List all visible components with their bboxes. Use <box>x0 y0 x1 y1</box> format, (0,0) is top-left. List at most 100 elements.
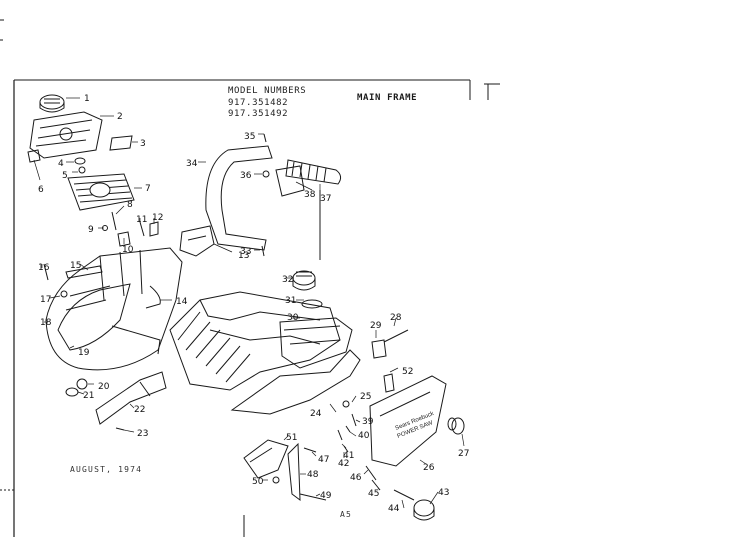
part-21 <box>65 387 79 397</box>
part-7-filter <box>67 173 135 211</box>
part-52-lever <box>383 373 395 393</box>
callout-44: 44 <box>388 504 400 514</box>
part-51-trigger <box>243 439 289 479</box>
callout-32: 32 <box>282 275 293 285</box>
part-30-tank <box>279 317 353 369</box>
part-22-handle <box>95 371 167 425</box>
part-18-housing <box>45 247 183 371</box>
part-48-lever <box>287 442 301 502</box>
part-39 <box>351 413 357 427</box>
callout-43: 43 <box>438 488 449 498</box>
callout-10: 10 <box>122 245 134 255</box>
model-numbers-label: MODEL NUMBERS <box>228 86 307 96</box>
callout-34: 34 <box>186 159 198 169</box>
callout-5: 5 <box>62 171 68 181</box>
callout-6: 6 <box>38 185 44 195</box>
callout-39: 39 <box>362 417 374 427</box>
corner-mark <box>484 83 500 100</box>
callout-16: 16 <box>38 263 50 273</box>
page-title: MAIN FRAME <box>357 93 418 103</box>
callout-14: 14 <box>176 297 188 307</box>
callout-11: 11 <box>136 215 147 225</box>
part-38-bracket <box>275 165 305 197</box>
callout-15: 15 <box>70 261 81 271</box>
callout-4: 4 <box>58 159 64 169</box>
part-37-grip <box>285 159 342 185</box>
part-10 <box>117 231 131 247</box>
callout-48: 48 <box>307 470 319 480</box>
callout-37: 37 <box>320 194 331 204</box>
callout-42: 42 <box>338 459 349 469</box>
callout-19: 19 <box>78 348 90 358</box>
part-50 <box>272 476 280 484</box>
callout-24: 24 <box>310 409 322 419</box>
part-41 <box>337 429 343 441</box>
part-14 <box>145 285 161 309</box>
part-46 <box>365 465 377 481</box>
callout-28: 28 <box>390 313 402 323</box>
engine-block <box>169 291 341 391</box>
part-29-spacer <box>371 339 387 359</box>
callout-17: 17 <box>40 295 51 305</box>
callout-23: 23 <box>137 429 148 439</box>
callout-22: 22 <box>134 405 145 415</box>
part-35-screw <box>263 133 267 143</box>
callout-52: 52 <box>402 367 413 377</box>
part-15-strip <box>65 265 103 279</box>
page-number: A5 <box>340 510 353 519</box>
part-19-grip <box>57 283 131 351</box>
part-27-nut <box>451 417 465 435</box>
callout-13: 13 <box>238 251 249 261</box>
part-28-bolt <box>383 329 409 343</box>
part-36 <box>262 170 270 178</box>
callout-31: 31 <box>285 296 296 306</box>
callout-8: 8 <box>127 200 133 210</box>
part-17 <box>60 290 68 298</box>
callout-50: 50 <box>252 477 264 487</box>
callout-51: 51 <box>286 433 297 443</box>
part-31-gasket <box>301 299 323 309</box>
callout-9: 9 <box>88 225 94 235</box>
callout-40: 40 <box>358 431 370 441</box>
callout-41: 41 <box>343 451 354 461</box>
part-4-washer <box>74 157 86 165</box>
part-2-cover <box>29 111 103 159</box>
part-12 <box>149 221 159 237</box>
part-3-plate <box>109 135 133 151</box>
callout-12: 12 <box>152 213 163 223</box>
part-26-clutch-cover <box>369 375 447 467</box>
part-13-bracket <box>179 225 215 257</box>
part-23-screw <box>115 427 125 431</box>
part-25 <box>342 400 350 408</box>
callout-45: 45 <box>368 489 379 499</box>
part-8-screw <box>111 211 117 231</box>
callout-49: 49 <box>320 491 332 501</box>
callout-20: 20 <box>98 382 110 392</box>
part-44-stud <box>393 489 415 501</box>
callout-18: 18 <box>40 318 52 328</box>
callout-25: 25 <box>360 392 371 402</box>
callout-47: 47 <box>318 455 329 465</box>
part-34-handlebar <box>205 145 273 251</box>
part-16 <box>43 263 49 281</box>
part-6-clip <box>27 149 41 163</box>
part-5-nut <box>78 166 86 174</box>
callout-29: 29 <box>370 321 382 331</box>
callout-46: 46 <box>350 473 362 483</box>
model-number-1: 917.351482 <box>228 98 289 108</box>
part-20-knob <box>76 378 88 390</box>
callout-21: 21 <box>83 391 94 401</box>
callout-38: 38 <box>304 190 316 200</box>
callout-1: 1 <box>84 94 90 104</box>
part-47 <box>303 447 317 453</box>
part-40 <box>345 425 351 433</box>
callout-30: 30 <box>287 313 299 323</box>
callout-3: 3 <box>140 139 146 149</box>
part-1-cap <box>39 94 65 110</box>
callout-7: 7 <box>145 184 151 194</box>
part-49-spring <box>299 493 327 501</box>
scan-marks <box>0 19 4 41</box>
callout-36: 36 <box>240 171 252 181</box>
